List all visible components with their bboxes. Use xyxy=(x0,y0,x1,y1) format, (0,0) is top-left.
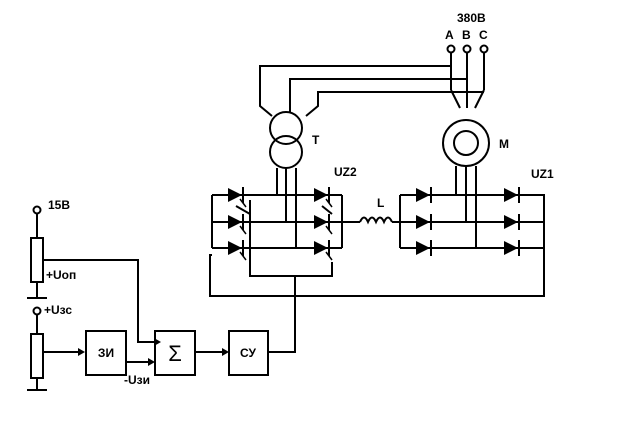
uz2-label: UZ2 xyxy=(334,165,357,179)
transformer xyxy=(269,111,303,248)
summer-block xyxy=(154,330,229,376)
thyristor xyxy=(227,213,247,235)
thyristor xyxy=(313,239,333,261)
diode xyxy=(415,239,432,257)
phase-c-label: C xyxy=(479,28,488,42)
reference-pot xyxy=(27,205,161,346)
thyristor xyxy=(227,239,247,261)
control-wire xyxy=(268,276,296,353)
control-label: СУ xyxy=(240,346,257,360)
phase-b-label: B xyxy=(462,28,471,42)
thyristor xyxy=(313,186,333,208)
diode xyxy=(503,186,520,204)
reference-supply-label: 15В xyxy=(48,198,70,212)
diode xyxy=(503,239,520,257)
transformer-feed xyxy=(259,65,484,117)
ramp-label: ЗИ xyxy=(98,346,114,360)
control-block xyxy=(228,330,269,376)
thyristor xyxy=(227,186,247,208)
thyristor xyxy=(313,213,333,235)
ramp-output-label: -Uзи xyxy=(124,373,150,387)
thyristor-group xyxy=(227,186,333,261)
diode xyxy=(415,213,432,231)
speed-pot xyxy=(27,306,85,391)
converter-uz2 xyxy=(209,194,545,297)
motor-label: M xyxy=(499,137,509,151)
supply-terminals xyxy=(446,44,489,109)
summer-symbol: Σ xyxy=(168,341,182,366)
supply-voltage-label: 380В xyxy=(457,11,486,25)
choke-label: L xyxy=(377,196,384,210)
phase-a-label: A xyxy=(445,28,454,42)
choke xyxy=(359,216,400,225)
speed-ref-label: +Uзс xyxy=(44,303,72,317)
diode xyxy=(503,213,520,231)
transformer-label: T xyxy=(312,133,320,147)
reference-output-label: +Uоп xyxy=(46,268,76,282)
diode xyxy=(415,186,432,204)
ramp-block xyxy=(85,330,155,376)
motor xyxy=(442,119,490,248)
uz1-label: UZ1 xyxy=(531,167,554,181)
